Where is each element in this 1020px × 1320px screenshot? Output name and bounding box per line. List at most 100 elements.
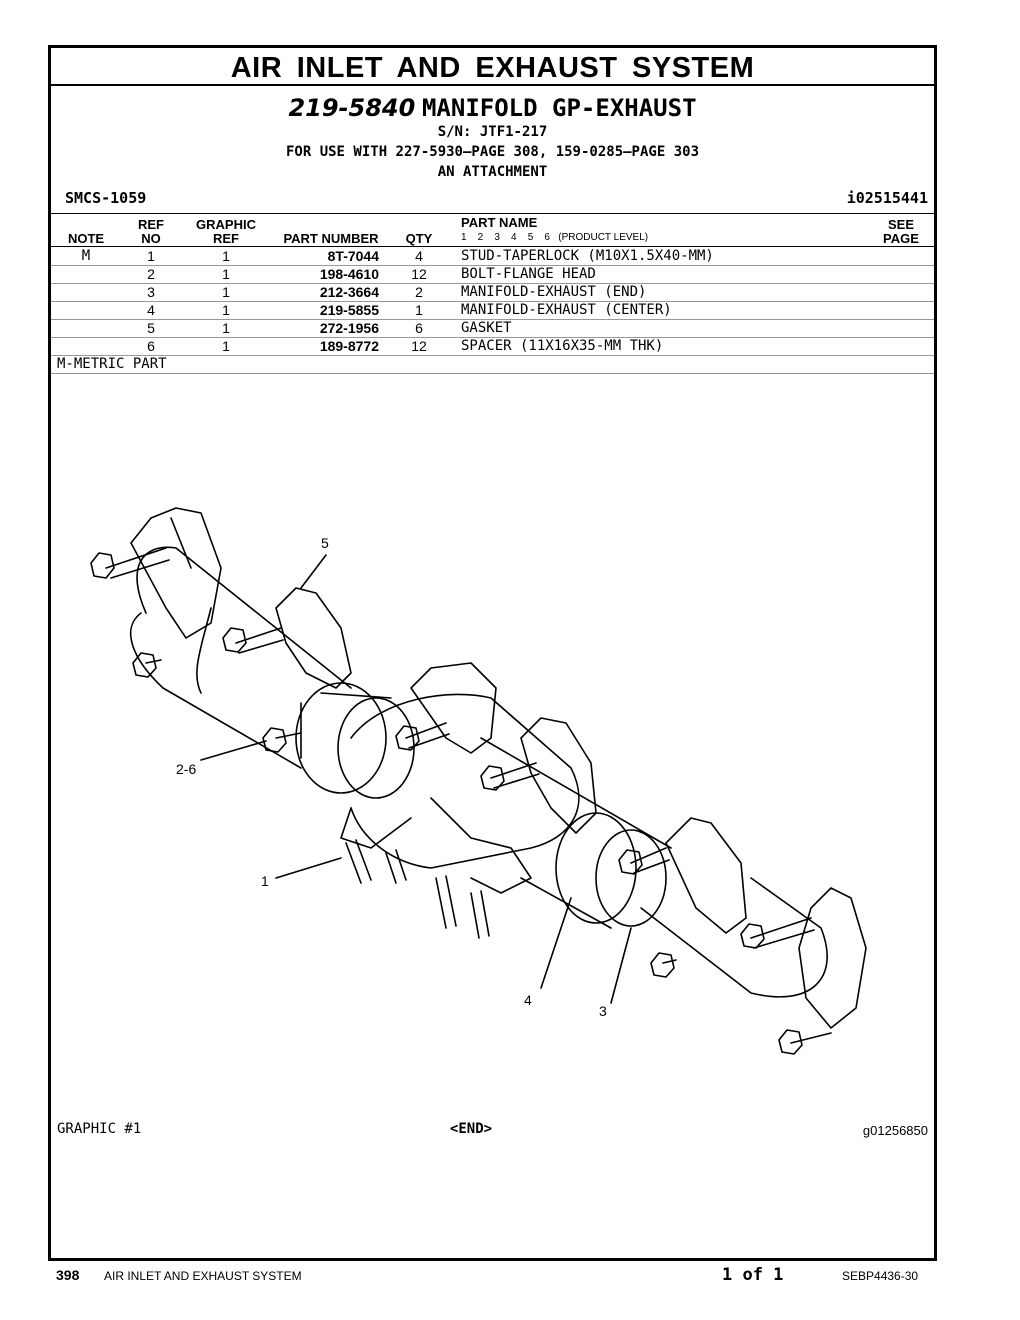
- header-part-name: PART NAME: [461, 215, 538, 230]
- stud-2: [385, 849, 407, 884]
- row-qty: 6: [415, 320, 423, 336]
- right-pipe-upper-edge: [480, 737, 672, 849]
- serial-number: S/N: JTF1-217: [437, 124, 548, 140]
- left-end-flange: [130, 507, 222, 639]
- table-row: 5 1 272-1956 6 GASKET: [51, 319, 934, 337]
- row-graphic-ref: 1: [222, 266, 230, 282]
- row-divider: [51, 337, 934, 338]
- header-graphic-bottom: REF: [213, 231, 239, 246]
- left-elbow-lower-edge: [129, 612, 164, 689]
- group-part-number: 219-5840: [288, 94, 416, 122]
- header-graphic-top: GRAPHIC: [196, 217, 256, 232]
- row-part-number: 212-3664: [319, 284, 379, 300]
- row-divider: [51, 355, 934, 356]
- row-ref: 1: [147, 248, 155, 264]
- callout-1: 1: [261, 873, 269, 889]
- row-ref: 5: [147, 320, 155, 336]
- graphic-id: g01256850: [862, 1123, 928, 1138]
- row-divider: [51, 283, 934, 284]
- center-lower-flange: [340, 807, 412, 849]
- page-count: 1 of 1: [722, 1265, 784, 1285]
- row-part-number: 198-4610: [319, 266, 379, 282]
- header-ref-top: REF: [138, 217, 164, 232]
- row-part-name: GASKET: [461, 320, 512, 336]
- page-number: 398: [56, 1267, 80, 1283]
- stud-3: [435, 875, 457, 929]
- row-part-name: BOLT-FLANGE HEAD: [461, 266, 596, 282]
- gasket-ring-left-inner: [337, 697, 415, 799]
- table-row: 3 1 212-3664 2 MANIFOLD-EXHAUST (END): [51, 283, 934, 301]
- row-divider: [51, 265, 934, 266]
- row-qty: 1: [415, 302, 423, 318]
- center-upper-flange: [410, 662, 497, 754]
- footnote-divider: [51, 373, 934, 374]
- header-ref-bottom: NO: [141, 231, 161, 246]
- row-ref: 3: [147, 284, 155, 300]
- use-with-note: FOR USE WITH 227-5930—PAGE 308, 159-0285…: [285, 144, 699, 160]
- callout-3: 3: [599, 1003, 607, 1019]
- stud-1: [345, 839, 372, 884]
- leader-3: [610, 927, 632, 1004]
- header-qty: QTY: [405, 231, 433, 246]
- row-ref: 2: [147, 266, 155, 282]
- table-top-rule: [51, 213, 934, 214]
- row-part-name: SPACER (11X16X35-MM THK): [461, 338, 664, 354]
- table-row: 4 1 219-5855 1 MANIFOLD-EXHAUST (CENTER): [51, 301, 934, 319]
- document-id: SEBP4436-30: [842, 1269, 919, 1283]
- row-part-name: MANIFOLD-EXHAUST (CENTER): [461, 302, 672, 318]
- gasket-ring-right-inner: [595, 829, 667, 927]
- flange-right-inner: [665, 817, 747, 934]
- row-divider: [51, 301, 934, 302]
- info-reference: i02515441: [846, 189, 928, 207]
- row-part-number: 8T-7044: [327, 248, 379, 264]
- end-marker: <END>: [449, 1121, 493, 1137]
- row-part-number: 272-1956: [319, 320, 379, 336]
- left-flange-detail: [170, 517, 192, 569]
- header-see-top: SEE: [887, 217, 914, 232]
- exhaust-manifold-illustration: 5 2-6 1 4 3: [90, 507, 867, 1055]
- group-title: 219-5840 MANIFOLD GP-EXHAUST: [51, 94, 934, 123]
- row-graphic-ref: 1: [222, 248, 230, 264]
- right-end-flange: [798, 887, 867, 1029]
- group-name: MANIFOLD GP-EXHAUST: [421, 94, 697, 122]
- row-graphic-ref: 1: [222, 320, 230, 336]
- header-bottom-rule: [51, 246, 934, 247]
- flange-2: [275, 587, 352, 689]
- graphic-label: GRAPHIC #1: [57, 1121, 142, 1137]
- row-graphic-ref: 1: [222, 284, 230, 300]
- gasket-ring-right: [555, 812, 637, 924]
- header-note: NOTE: [67, 231, 105, 246]
- left-pipe-bottom-edge: [162, 687, 302, 769]
- row-part-number: 189-8772: [319, 338, 379, 354]
- row-part-name: MANIFOLD-EXHAUST (END): [461, 284, 647, 300]
- leader-2-6: [200, 740, 267, 761]
- leader-5: [300, 554, 327, 589]
- header-part-number: PART NUMBER: [283, 231, 379, 246]
- gasket-edges-left: [300, 692, 392, 759]
- footer-section-title: AIR INLET AND EXHAUST SYSTEM: [104, 1269, 302, 1283]
- header-product-levels: 1 2 3 4 5 6 (PRODUCT LEVEL): [461, 232, 649, 243]
- leader-1: [275, 857, 342, 879]
- row-graphic-ref: 1: [222, 302, 230, 318]
- header-see-bottom: PAGE: [883, 231, 919, 246]
- table-row: M 1 1 8T-7044 4 STUD-TAPERLOCK (M10X1.5X…: [51, 247, 934, 265]
- center-manifold-body: [350, 693, 580, 869]
- callout-4: 4: [524, 992, 532, 1008]
- center-lower-bracket: [430, 797, 532, 894]
- leader-4: [540, 897, 572, 989]
- row-note: M: [81, 248, 91, 264]
- row-graphic-ref: 1: [222, 338, 230, 354]
- stud-4: [470, 890, 490, 939]
- row-qty: 4: [415, 248, 423, 264]
- row-divider: [51, 319, 934, 320]
- row-part-name: STUD-TAPERLOCK (M10X1.5X40-MM): [461, 248, 714, 264]
- row-qty: 12: [411, 266, 427, 282]
- metric-footnote: M-METRIC PART: [57, 356, 167, 372]
- table-row: 2 1 198-4610 12 BOLT-FLANGE HEAD: [51, 265, 934, 283]
- section-title: AIR INLET AND EXHAUST SYSTEM: [51, 48, 934, 86]
- right-elbow-pipe: [640, 877, 828, 998]
- row-part-number: 219-5855: [319, 302, 379, 318]
- row-qty: 2: [415, 284, 423, 300]
- callout-5: 5: [321, 535, 329, 551]
- page-frame: AIR INLET AND EXHAUST SYSTEM 219-5840 MA…: [48, 45, 937, 1261]
